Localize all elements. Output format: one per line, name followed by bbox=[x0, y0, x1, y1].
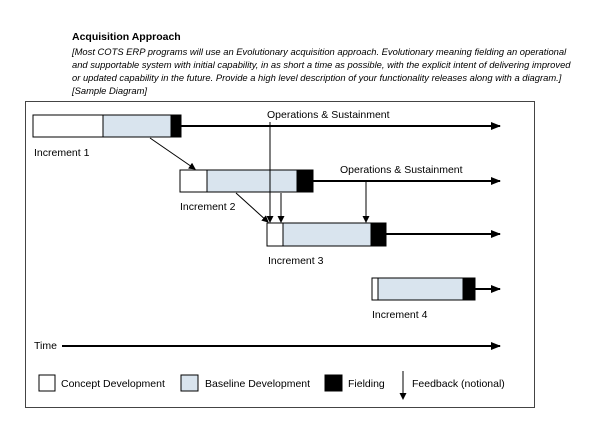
legend-concept-swatch bbox=[38, 374, 56, 392]
increment-2: Increment 2 bbox=[179, 169, 501, 213]
feedback-arrows bbox=[149, 122, 370, 223]
legend-concept-label: Concept Development bbox=[61, 378, 165, 390]
increment-3-label: Increment 3 bbox=[268, 255, 324, 267]
time-label: Time bbox=[34, 340, 57, 352]
concept-block bbox=[179, 169, 208, 193]
description-line-2: and supportable system with initial capa… bbox=[72, 59, 571, 70]
description-line-3: or updated capability in the future. Pro… bbox=[72, 72, 562, 83]
increment-4: Increment 4 bbox=[371, 277, 501, 321]
section-description: [Most COTS ERP programs will use an Evol… bbox=[72, 45, 592, 97]
increment-3: Increment 3 bbox=[266, 222, 501, 267]
fielding-block bbox=[370, 222, 387, 247]
baseline-block bbox=[282, 222, 372, 247]
increment-4-label: Increment 4 bbox=[372, 309, 428, 321]
baseline-block bbox=[377, 277, 464, 301]
legend-baseline-swatch bbox=[180, 374, 199, 392]
fielding-block bbox=[296, 169, 314, 193]
baseline-block bbox=[206, 169, 298, 193]
section-heading: Acquisition Approach bbox=[72, 31, 181, 43]
ops-sustainment-label-2: Operations & Sustainment bbox=[340, 164, 463, 176]
feedback-line bbox=[149, 137, 196, 170]
legend-fielding-swatch bbox=[324, 374, 343, 392]
legend-baseline-label: Baseline Development bbox=[205, 378, 310, 390]
fielding-block bbox=[170, 114, 182, 138]
concept-block bbox=[371, 277, 379, 301]
feedback-line bbox=[235, 192, 269, 223]
legend: Concept Development Baseline Development… bbox=[38, 371, 505, 400]
legend-feedback-label: Feedback (notional) bbox=[412, 378, 505, 390]
increment-1: Increment 1 bbox=[32, 114, 501, 159]
ops-sustainment-label-1: Operations & Sustainment bbox=[267, 109, 390, 121]
legend-fielding-label: Fielding bbox=[348, 378, 385, 390]
increment-1-label: Increment 1 bbox=[34, 147, 90, 159]
concept-block bbox=[266, 222, 284, 247]
increment-2-label: Increment 2 bbox=[180, 201, 236, 213]
diagram-frame bbox=[25, 101, 535, 408]
concept-block bbox=[32, 114, 104, 138]
baseline-block bbox=[102, 114, 172, 138]
fielding-block bbox=[462, 277, 476, 301]
time-axis: Time bbox=[34, 340, 501, 352]
sample-diagram-note: [Sample Diagram] bbox=[72, 85, 148, 96]
description-line-1: [Most COTS ERP programs will use an Evol… bbox=[72, 46, 567, 57]
